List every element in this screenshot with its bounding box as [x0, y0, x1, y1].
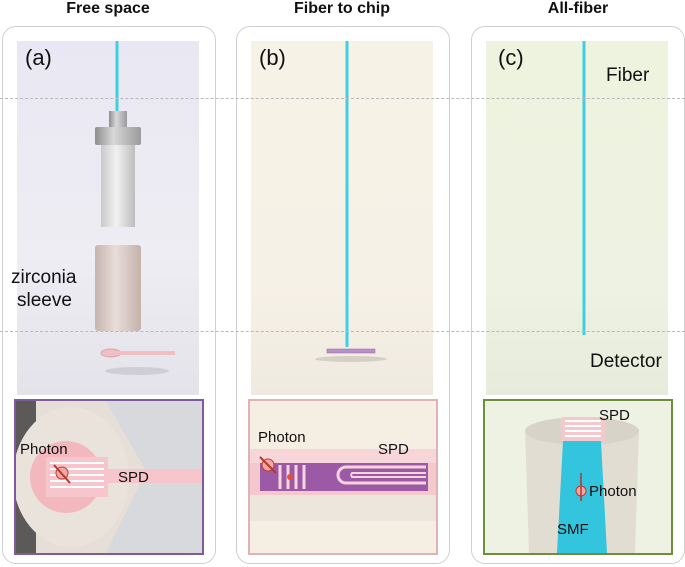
fiber-boundary-line	[0, 98, 685, 99]
panel-a-tag: (a)	[25, 45, 52, 70]
fiber-to-chip-illustration	[315, 41, 387, 362]
panel-c-scene	[486, 41, 668, 395]
detector-region-label: Detector	[590, 351, 662, 372]
inset-b-spd-label: SPD	[378, 441, 409, 458]
title-free-space: Free space	[66, 0, 150, 17]
inset-all-fiber-illustration	[525, 417, 639, 553]
fiber-region-label: Fiber	[606, 65, 650, 86]
panel-c-tag: (c)	[498, 45, 524, 70]
panel-free-space: (a) zirconia sleeve Photon SPD	[2, 26, 216, 564]
sleeve-shadow	[105, 367, 169, 375]
panel-all-fiber: (c) Fiber Detector SPD Photon SMF	[471, 26, 685, 564]
free-space-illustration	[95, 41, 175, 375]
inset-a-photon-label: Photon	[20, 441, 68, 458]
ferrule-cap	[109, 111, 127, 127]
detector-chip-arm	[119, 351, 175, 355]
inset-all-fiber: SPD Photon SMF	[483, 399, 673, 555]
panel-b-scene	[251, 41, 433, 395]
inset-fiber-to-chip-illustration	[250, 449, 436, 521]
detector-boundary-line	[0, 331, 685, 332]
title-fiber-to-chip: Fiber to chip	[294, 0, 390, 17]
title-all-fiber: All-fiber	[547, 0, 609, 17]
ferrule-flange	[95, 127, 141, 145]
panel-b-tag: (b)	[259, 45, 286, 70]
zirconia-label: zirconia	[11, 267, 77, 288]
inset-a-spd-label: SPD	[118, 469, 149, 486]
inset-free-space-illustration	[16, 401, 202, 553]
inset-c-photon-label: Photon	[589, 483, 637, 500]
chip-shadow	[315, 356, 387, 362]
inset-c-spd-label: SPD	[599, 407, 630, 424]
chip	[326, 348, 376, 354]
all-fiber-illustration	[582, 41, 586, 335]
zirconia-sleeve	[95, 245, 141, 331]
sleeve-label: sleeve	[17, 290, 72, 311]
ferrule-body	[101, 145, 135, 227]
inset-b-photon-label: Photon	[258, 429, 306, 446]
panel-fiber-to-chip: (b) Photon SPD	[236, 26, 450, 564]
inset-c-smf-label: SMF	[557, 521, 589, 538]
panel-a-scene	[17, 41, 199, 395]
inset-fiber-to-chip: Photon SPD	[248, 399, 438, 555]
inset-free-space: Photon SPD	[14, 399, 204, 555]
detector-chip-head	[100, 348, 122, 358]
